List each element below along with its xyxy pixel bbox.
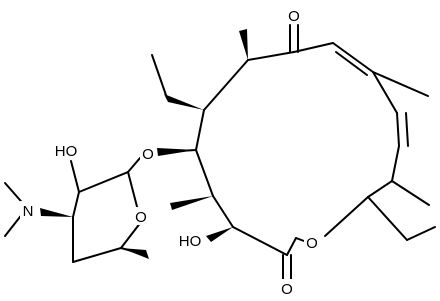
bond-ring-4b: [405, 112, 409, 147]
wedge-ring-hydroxyl: [206, 227, 233, 242]
bond-ring-1: [293, 42, 334, 53]
wedge-sugar-methyl: [121, 248, 149, 259]
bond-methyl-top-right: [372, 71, 429, 97]
bond-ring-4: [396, 112, 400, 147]
bond-ring-9: [286, 237, 297, 256]
ring-oxygen-label: O: [306, 235, 318, 252]
bond-ethyl-right-2: [406, 226, 436, 241]
bond-ring-14: [203, 59, 249, 111]
atom-labels: O O O O O HO HO N: [20, 6, 320, 298]
bond-ethyl-left-2: [151, 54, 168, 99]
bond-ring-5: [391, 145, 400, 182]
amine-nitrogen-label: N: [23, 203, 34, 220]
bond-ring-10: [232, 226, 288, 256]
bond-ring-15: [247, 51, 295, 61]
bond-anomeric-ether: [127, 157, 141, 173]
bond-sugar-2: [72, 191, 80, 218]
bond-ring-2b: [335, 51, 368, 76]
wedge-n-bond: [40, 208, 73, 217]
bond-ring-6: [367, 180, 393, 198]
stereo-wedges: [40, 29, 248, 259]
bond-ring-7: [324, 196, 369, 237]
bond-ring-2: [332, 42, 374, 73]
bond-ring-12: [195, 149, 214, 197]
bond-sugar-1: [78, 171, 129, 193]
bond-ethyl-right-1: [367, 196, 408, 241]
wedge-ethyl-top-left: [164, 94, 204, 110]
bond-methyl-right: [391, 180, 430, 206]
bond-sugar-oh: [70, 160, 80, 193]
sugar-hydroxyl-label: HO: [55, 143, 78, 160]
bond-sugar-4: [72, 247, 122, 263]
sugar-ring-oxygen-label: O: [135, 209, 147, 226]
lactone-oxygen-label: O: [281, 281, 293, 298]
wedge-methyl-top: [239, 29, 248, 60]
wedge-methyl-mid: [170, 196, 213, 210]
bonds: [4, 24, 436, 281]
bond-ring-11: [212, 195, 234, 228]
bond-sugar-5: [120, 221, 142, 249]
ketone-oxygen-label: O: [288, 8, 300, 25]
bond-ring-8: [295, 237, 305, 242]
ring-hydroxyl-label: HO: [179, 233, 202, 250]
ether-oxygen-label: O: [142, 146, 154, 163]
bond-ring-13: [195, 109, 205, 151]
bond-ring-3: [372, 71, 398, 114]
wedge-ether-bond: [157, 148, 196, 156]
